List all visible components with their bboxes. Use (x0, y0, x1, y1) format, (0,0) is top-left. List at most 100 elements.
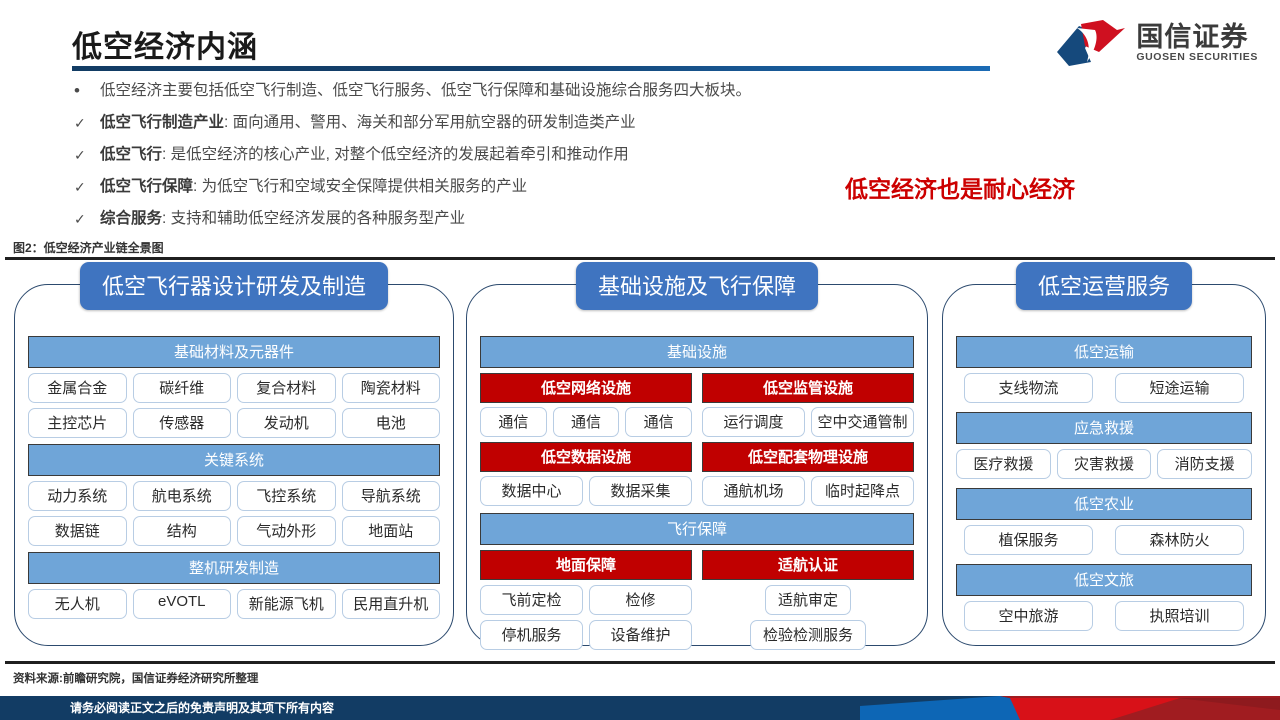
check-icon: ✓ (74, 179, 86, 195)
chip[interactable]: 地面站 (341, 516, 440, 546)
chip-row: 植保服务 森林防火 (956, 525, 1252, 555)
chip[interactable]: 飞控系统 (237, 481, 336, 511)
footer-disclaimer: 请务必阅读正文之后的免责声明及其项下所有内容 (70, 701, 335, 715)
red-band: 低空监管设施 (702, 373, 914, 403)
chip[interactable]: 碳纤维 (132, 373, 231, 403)
chip-row: 支线物流 短途运输 (956, 373, 1252, 403)
check-icon: ✓ (74, 115, 86, 131)
chip[interactable]: 医疗救援 (956, 449, 1051, 479)
highlight-note: 低空经济也是耐心经济 (845, 176, 1075, 202)
list-item: ✓ 低空飞行: 是低空经济的核心产业, 对整个低空经济的发展起着牵引和推动作用 (74, 140, 1124, 170)
chip-row: 空中旅游 执照培训 (956, 601, 1252, 631)
brand-logo: 国信证券 GUOSEN SECURITIES (1055, 18, 1258, 68)
column-body: 基础设施 低空网络设施 通信 通信 通信 低空数据设施 数据中心 数据采集 (466, 336, 928, 650)
chip[interactable]: 气动外形 (237, 516, 336, 546)
chip[interactable]: 消防支援 (1157, 449, 1253, 479)
chip[interactable]: 临时起降点 (811, 476, 914, 506)
chip[interactable]: 民用直升机 (341, 589, 440, 619)
chip[interactable]: 通信 (625, 407, 693, 437)
chip[interactable]: 检验检测服务 (749, 620, 866, 650)
chip[interactable]: 航电系统 (132, 481, 231, 511)
chip[interactable]: 森林防火 (1115, 525, 1244, 555)
chip[interactable]: 发动机 (237, 408, 336, 438)
red-band: 低空网络设施 (480, 373, 692, 403)
chip[interactable]: 通信 (552, 407, 620, 437)
chip[interactable]: 检修 (589, 585, 692, 615)
bullet-text: 低空飞行保障: 为低空飞行和空域安全保障提供相关服务的产业 (100, 178, 528, 195)
section-band-flight: 飞行保障 (480, 513, 914, 545)
red-band: 地面保障 (480, 550, 692, 580)
chip[interactable]: 通信 (480, 407, 547, 437)
chip[interactable]: 无人机 (28, 589, 127, 619)
column-title-manufacturing[interactable]: 低空飞行器设计研发及制造 (79, 262, 389, 310)
figure-top-rule (5, 257, 1275, 260)
page-title: 低空经济内涵 (72, 31, 258, 64)
figure-caption: 图2：低空经济产业链全景图 (13, 241, 164, 255)
chip[interactable]: 数据中心 (480, 476, 583, 506)
list-item: ✓ 低空飞行制造产业: 面向通用、警用、海关和部分军用航空器的研发制造类产业 (74, 108, 1124, 138)
chip[interactable]: 支线物流 (964, 373, 1093, 403)
chip[interactable]: 执照培训 (1115, 601, 1244, 631)
chip-row: 通航机场 临时起降点 (702, 476, 914, 506)
section-band-infrastructure: 基础设施 (480, 336, 914, 368)
section-band: 应急救援 (956, 412, 1252, 444)
chip[interactable]: 适航审定 (764, 585, 851, 615)
chip[interactable]: eVOTL (132, 589, 231, 619)
flight-split: 地面保障 飞前定检 检修 停机服务 设备维护 适航认证 适航审定 (480, 550, 914, 655)
chip[interactable]: 结构 (132, 516, 231, 546)
figure-source: 资料来源:前瞻研究院，国信证券经济研究所整理 (13, 673, 259, 685)
chip[interactable]: 设备维护 (589, 620, 692, 650)
chip[interactable]: 主控芯片 (28, 408, 127, 438)
chip-row: 检验检测服务 (702, 620, 914, 650)
column-body: 基础材料及元器件 金属合金 碳纤维 复合材料 陶瓷材料 主控芯片 传感器 发动机… (14, 336, 454, 636)
column-body: 低空运输 支线物流 短途运输 应急救援 医疗救援 灾害救援 消防支援 低空农业 … (942, 336, 1266, 636)
chip[interactable]: 空中旅游 (964, 601, 1093, 631)
chip-row: 飞前定检 检修 (480, 585, 692, 615)
footer-decoration (860, 696, 1280, 720)
chip[interactable]: 金属合金 (28, 373, 127, 403)
chip[interactable]: 电池 (341, 408, 440, 438)
check-icon: ✓ (74, 147, 86, 163)
section-band: 整机研发制造 (28, 552, 440, 584)
section-band: 关键系统 (28, 444, 440, 476)
chip-row: 无人机 eVOTL 新能源飞机 民用直升机 (28, 589, 440, 619)
chip[interactable]: 运行调度 (702, 407, 805, 437)
chip[interactable]: 数据链 (28, 516, 127, 546)
red-band: 低空配套物理设施 (702, 442, 914, 472)
chip-row: 适航审定 (702, 585, 914, 615)
guosen-logo-icon (1057, 20, 1126, 66)
chip[interactable]: 空中交通管制 (811, 407, 914, 437)
column-title-infrastructure[interactable]: 基础设施及飞行保障 (575, 262, 819, 310)
flight-right-group: 适航认证 适航审定 检验检测服务 (702, 550, 914, 655)
chip-row: 数据中心 数据采集 (480, 476, 692, 506)
chip[interactable]: 复合材料 (237, 373, 336, 403)
list-item: ✓ 综合服务: 支持和辅助低空经济发展的各种服务型产业 (74, 204, 1124, 234)
bullet-text: 低空经济主要包括低空飞行制造、低空飞行服务、低空飞行保障和基础设施综合服务四大板… (100, 82, 752, 99)
chip[interactable]: 导航系统 (341, 481, 440, 511)
list-item: • 低空经济主要包括低空飞行制造、低空飞行服务、低空飞行保障和基础设施综合服务四… (74, 76, 1124, 106)
chip[interactable]: 新能源飞机 (237, 589, 336, 619)
chip[interactable]: 植保服务 (964, 525, 1093, 555)
chip[interactable]: 传感器 (132, 408, 231, 438)
section-band: 低空运输 (956, 336, 1252, 368)
red-band: 低空数据设施 (480, 442, 692, 472)
chip[interactable]: 飞前定检 (480, 585, 583, 615)
chip-row: 主控芯片 传感器 发动机 电池 (28, 408, 440, 438)
chip[interactable]: 陶瓷材料 (341, 373, 440, 403)
logo-text-en: GUOSEN SECURITIES (1136, 51, 1258, 64)
chip[interactable]: 灾害救援 (1056, 449, 1152, 479)
infra-right-group: 低空监管设施 运行调度 空中交通管制 低空配套物理设施 通航机场 临时起降点 (702, 373, 914, 511)
flight-left-group: 地面保障 飞前定检 检修 停机服务 设备维护 (480, 550, 692, 655)
chip-row: 运行调度 空中交通管制 (702, 407, 914, 437)
chip[interactable]: 通航机场 (702, 476, 805, 506)
red-band: 适航认证 (702, 550, 914, 580)
infra-split: 低空网络设施 通信 通信 通信 低空数据设施 数据中心 数据采集 低空监管设施 (480, 373, 914, 511)
chip-row: 通信 通信 通信 (480, 407, 693, 437)
chip[interactable]: 动力系统 (28, 481, 127, 511)
chip[interactable]: 停机服务 (480, 620, 583, 650)
footer-bar: 请务必阅读正文之后的免责声明及其项下所有内容 (0, 696, 1280, 720)
chip[interactable]: 数据采集 (589, 476, 692, 506)
chip[interactable]: 短途运输 (1115, 373, 1244, 403)
chip-row: 动力系统 航电系统 飞控系统 导航系统 (28, 481, 440, 511)
column-title-operations[interactable]: 低空运营服务 (1015, 262, 1193, 310)
